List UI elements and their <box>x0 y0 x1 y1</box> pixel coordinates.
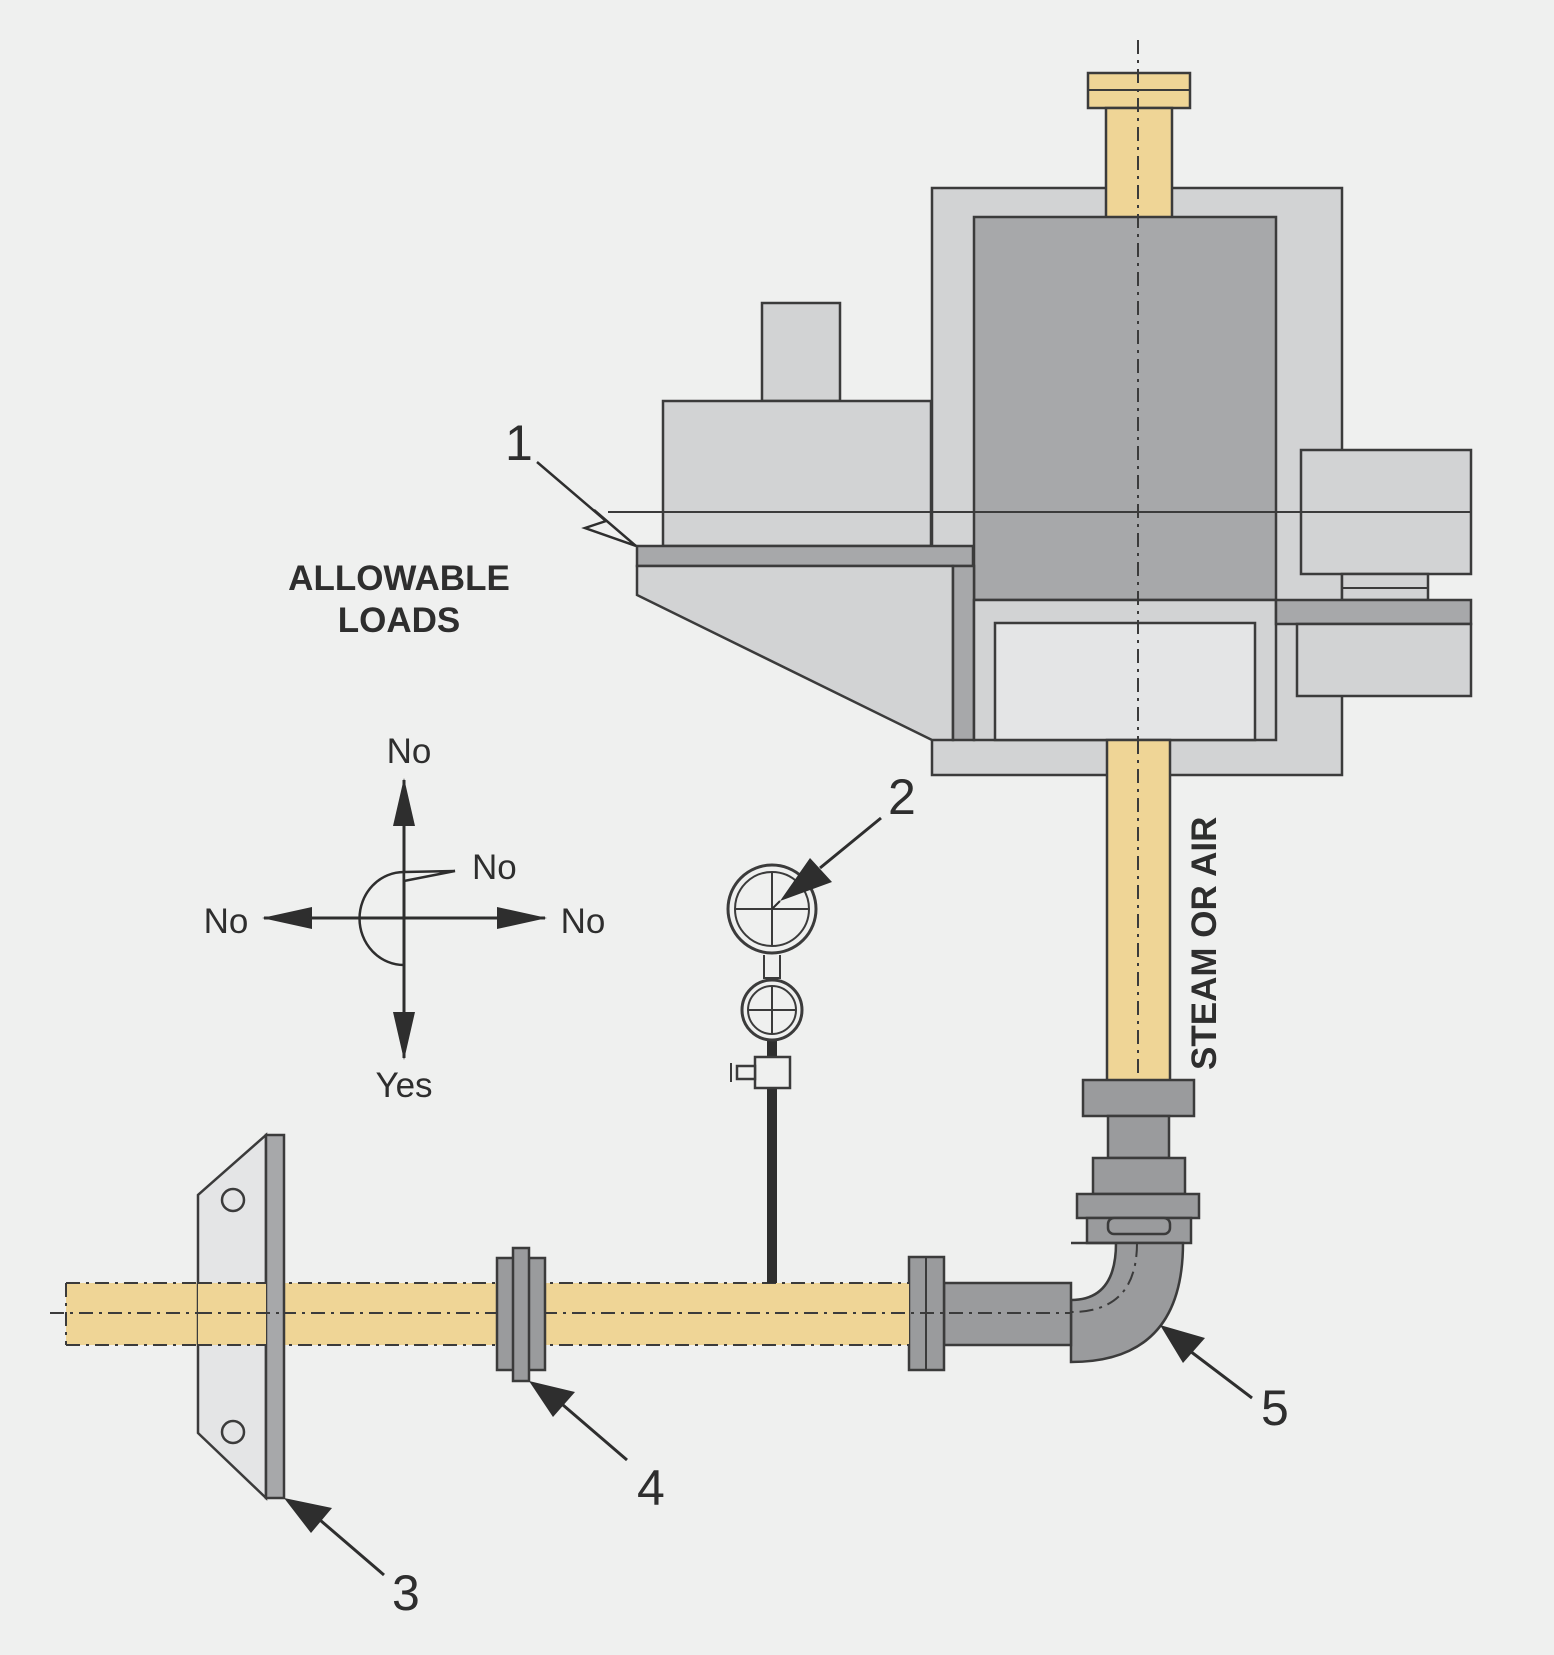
callout-leaders <box>284 461 1253 1577</box>
bracket-gusset <box>635 564 955 742</box>
bolt-hole <box>220 1419 246 1445</box>
rotation-arc <box>358 870 405 967</box>
pipe-label: STEAM OR AIR <box>1185 817 1224 1070</box>
mounting-plate <box>635 544 975 568</box>
load-left-label: No <box>204 902 249 941</box>
vertical-pipe <box>1105 738 1172 1084</box>
wall-bracket <box>196 1132 286 1501</box>
callout-1: 1 <box>505 415 533 471</box>
bolt-hole <box>220 1187 246 1213</box>
load-down-label: Yes <box>375 1066 432 1105</box>
pipe-elbow <box>1069 1241 1185 1364</box>
loads-heading-line1: ALLOWABLE <box>288 559 510 598</box>
callout-2: 2 <box>888 769 916 825</box>
right-plate <box>1274 598 1473 626</box>
bracket-flange <box>264 1133 286 1500</box>
callout-3: 3 <box>392 1565 420 1621</box>
motor-box <box>661 399 933 548</box>
load-rotation-label: No <box>472 848 517 887</box>
callout-5: 5 <box>1261 1380 1289 1436</box>
gauge-valve <box>753 1055 792 1090</box>
callout-1-pointer <box>581 509 637 548</box>
right-lower-box <box>1295 622 1473 698</box>
callout-4: 4 <box>637 1460 665 1516</box>
elbow-fitting <box>907 1078 1201 1372</box>
actuator-cylinder <box>972 215 1278 602</box>
rotation-arrow <box>402 869 456 883</box>
motor-top <box>760 301 842 403</box>
load-right-label: No <box>561 902 606 941</box>
pressure-gauge <box>726 863 818 1283</box>
union-coupling <box>495 1246 547 1383</box>
bracket-side <box>951 564 976 742</box>
loads-heading-line2: LOADS <box>338 601 461 640</box>
lower-chamber <box>993 621 1257 742</box>
load-direction-diagram <box>262 778 547 1060</box>
actuator-assembly <box>608 40 1473 1080</box>
load-up-label: No <box>387 732 432 771</box>
pipe-coupling <box>1081 1078 1196 1118</box>
